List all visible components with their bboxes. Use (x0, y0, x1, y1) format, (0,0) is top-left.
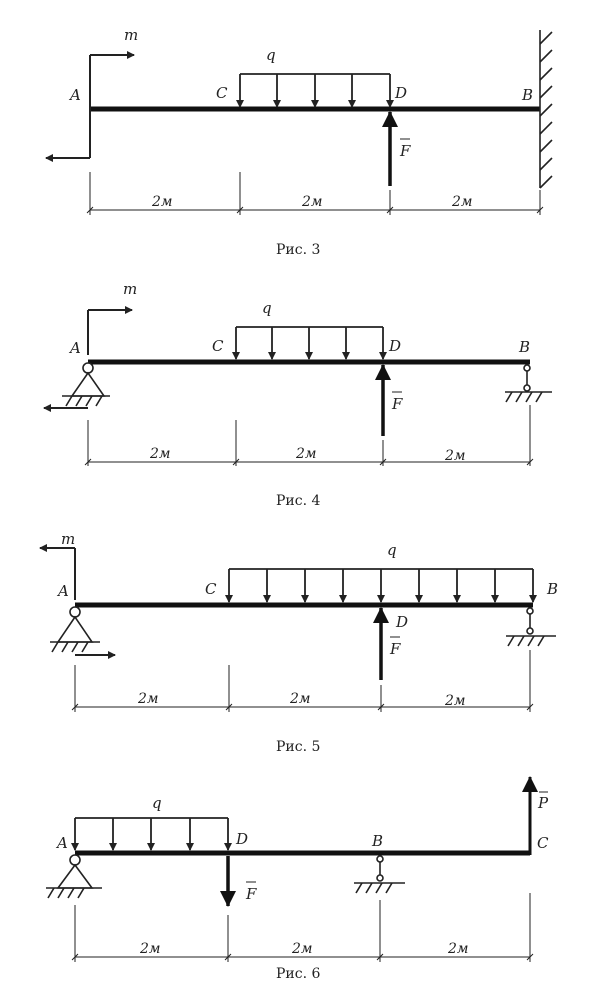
point-b: B (546, 580, 558, 598)
dimension-lines (71, 893, 534, 962)
point-d: D (235, 830, 248, 848)
point-d: D (394, 84, 407, 102)
dim-1: 2м (151, 194, 173, 210)
point-a: A (68, 339, 81, 357)
dim-2: 2м (291, 941, 313, 957)
caption: Рис. 3 (276, 242, 320, 258)
load-label: q (387, 541, 397, 559)
fixed-support-b (539, 30, 553, 189)
force-label: F (389, 640, 401, 658)
roller-support-b (354, 855, 405, 894)
roller-support-b (506, 607, 556, 647)
caption: Рис. 6 (276, 966, 320, 982)
dim-3: 2м (444, 693, 466, 709)
point-c: C (216, 84, 228, 102)
dimension-lines (71, 650, 534, 712)
distributed-load-q (225, 568, 537, 603)
point-b: B (371, 832, 383, 850)
dim-1: 2м (139, 941, 161, 957)
figure-4: m q F A C D B 2м 2м 2м Р (43, 280, 552, 509)
caption: Рис. 4 (276, 493, 320, 509)
point-a: A (55, 834, 68, 852)
point-b: B (518, 338, 530, 356)
dim-1: 2м (149, 446, 171, 462)
load-label: q (262, 299, 272, 317)
moment-m (39, 544, 76, 600)
dim-3: 2м (444, 448, 466, 464)
dim-2: 2м (289, 691, 311, 707)
dim-2: 2м (295, 446, 317, 462)
moment-m (45, 51, 135, 162)
dimension-lines (84, 405, 534, 466)
force-label: F (399, 142, 411, 160)
pin-support-a (62, 362, 110, 407)
figure-6: P q (46, 776, 549, 982)
point-c: C (205, 580, 217, 598)
force2-label: P (537, 794, 549, 812)
point-a: A (68, 86, 81, 104)
force-label: F (245, 885, 257, 903)
force-label: F (391, 395, 403, 413)
roller-support-b (505, 364, 552, 403)
point-c: C (212, 337, 224, 355)
caption: Рис. 5 (276, 739, 320, 755)
pin-support-a (46, 854, 102, 899)
figure-3: m q F A C D B 2м 2м 2м Р (45, 26, 553, 258)
pin-support-a (50, 606, 100, 653)
point-d: D (395, 613, 408, 631)
load-label: q (266, 46, 276, 64)
dim-2: 2м (301, 194, 323, 210)
dimension-lines (86, 172, 544, 215)
load-label: q (152, 794, 162, 812)
point-b: B (521, 86, 533, 104)
moment-label: m (123, 280, 137, 298)
figure-5: m q F A C (39, 530, 558, 755)
distributed-load-q (232, 326, 387, 360)
dim-3: 2м (447, 941, 469, 957)
moment-label: m (61, 530, 75, 548)
moment-m (43, 306, 133, 412)
distributed-load-q (236, 73, 394, 108)
point-d: D (388, 337, 401, 355)
dim-1: 2м (137, 691, 159, 707)
point-c: C (537, 834, 549, 852)
distributed-load-q (71, 817, 232, 851)
point-a: A (56, 582, 69, 600)
moment-label: m (124, 26, 138, 44)
dim-3: 2м (451, 194, 473, 210)
